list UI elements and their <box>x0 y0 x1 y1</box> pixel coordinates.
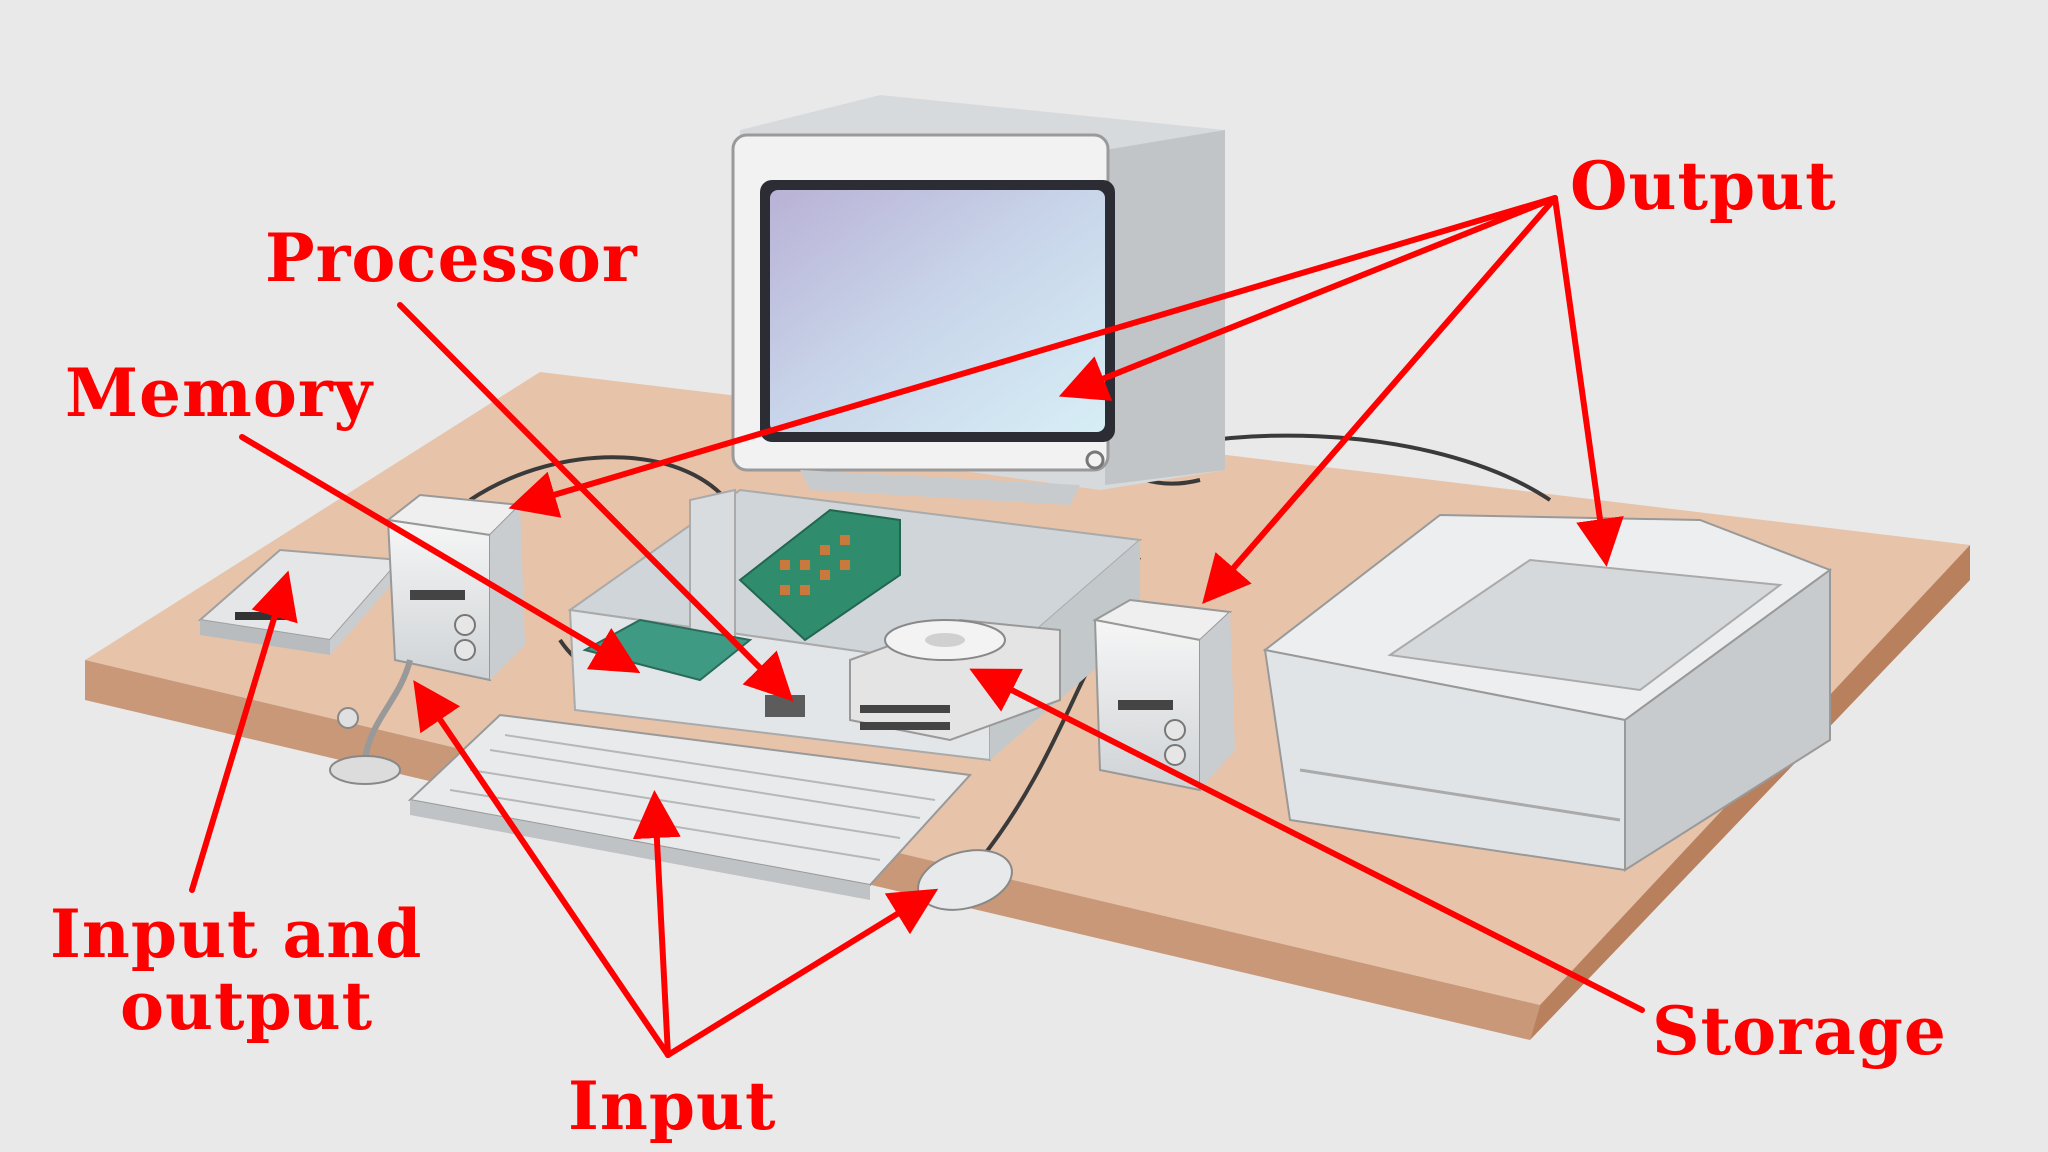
right-speaker <box>1092 598 1235 792</box>
label-input-and-output: Input and output <box>50 898 422 1042</box>
arrow-output-printer <box>1552 195 1624 567</box>
arrow-memory <box>239 434 641 674</box>
arrow-storage <box>969 668 1645 1013</box>
label-processor: Processor <box>265 219 638 297</box>
label-storage: Storage <box>1652 992 1947 1070</box>
arrow-input-keyboard <box>632 790 681 1058</box>
label-input-and-output-line2: output <box>120 967 374 1045</box>
pointer-arrows <box>189 195 1645 1058</box>
left-speaker <box>385 493 525 682</box>
arrow-output-right-speaker <box>1202 195 1558 605</box>
arrow-output-monitor <box>1058 195 1558 401</box>
arrow-input-mouse <box>665 888 939 1058</box>
label-output: Output <box>1570 147 1837 225</box>
label-memory: Memory <box>65 354 374 432</box>
arrow-input-and-output <box>189 570 298 893</box>
label-input: Input <box>568 1067 777 1145</box>
arrow-input-microphone <box>413 680 671 1058</box>
label-input-and-output-line1: Input and <box>50 895 423 973</box>
microphone <box>329 659 413 785</box>
arrow-output-left-speaker <box>508 195 1558 518</box>
monitor <box>731 95 1225 505</box>
printer <box>1262 513 1833 872</box>
arrow-processor <box>397 302 794 702</box>
